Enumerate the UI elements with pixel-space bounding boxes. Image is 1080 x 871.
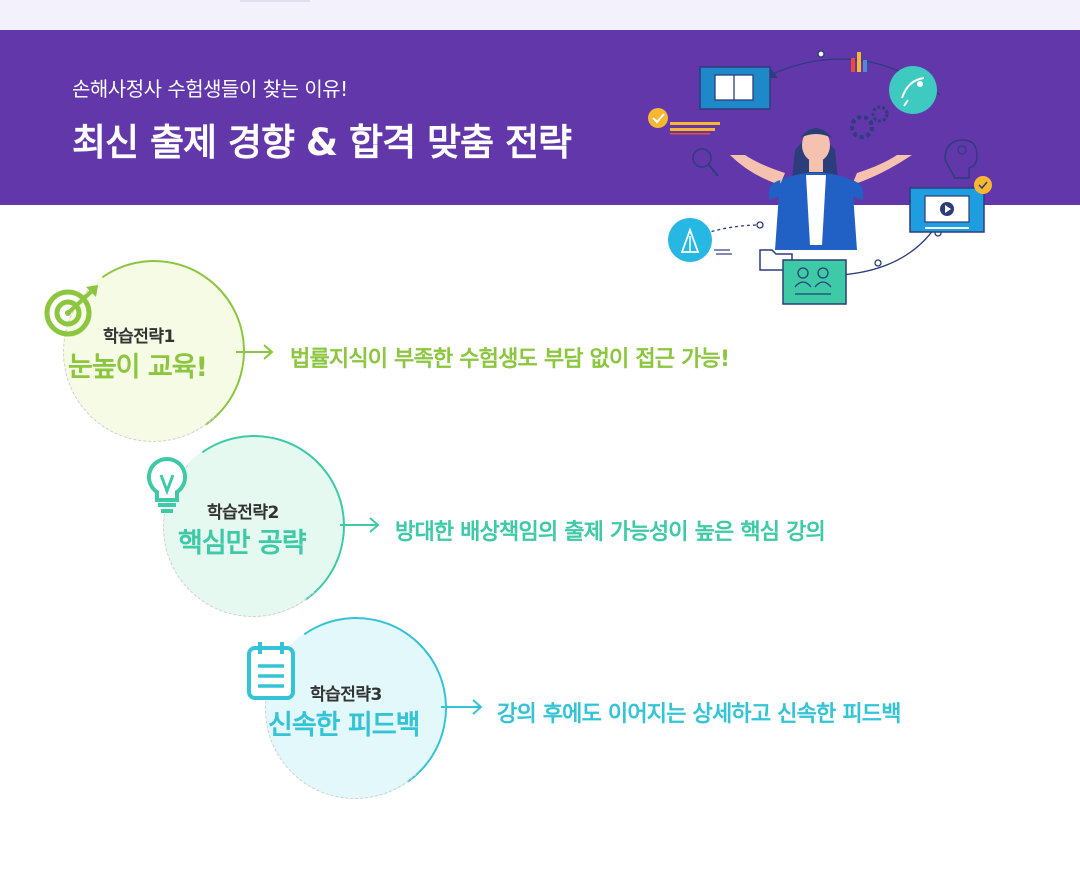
pencil-icon	[668, 218, 732, 262]
strategy-3-tag: 학습전략3	[310, 685, 382, 705]
arrow-right-icon	[340, 517, 380, 533]
target-icon	[44, 285, 98, 337]
arrow-right-icon	[236, 344, 274, 360]
header-title: 최신 출제 경향 & 합격 맞춤 전략	[72, 121, 572, 164]
woman-figure	[730, 128, 912, 250]
strategy-3-description: 강의 후에도 이어지는 상세하고 신속한 피드백	[497, 702, 901, 727]
head-idea-icon	[944, 139, 978, 179]
strategy-2-headline: 핵심만 공략	[178, 528, 307, 559]
satellite-icon	[889, 66, 937, 114]
notepad-icon	[247, 642, 295, 700]
book-icon	[699, 66, 778, 110]
magnifier-icon	[692, 148, 719, 177]
strategy-1-headline: 눈높이 교육!	[68, 352, 208, 383]
strategy-2-tag: 학습전략2	[207, 503, 279, 523]
gear-icon	[850, 105, 889, 139]
strategy-3-circle-dash	[265, 619, 445, 799]
arrow-right-icon	[441, 699, 483, 715]
strategy-2-circle-dash	[163, 437, 343, 617]
top-strip	[0, 0, 1080, 30]
strategy-3-headline: 신속한 피드백	[268, 710, 420, 741]
header-illustration	[648, 50, 992, 305]
strategy-2-description: 방대한 배상책임의 출제 가능성이 높은 핵심 강의	[395, 520, 826, 545]
header-banner	[0, 30, 1080, 205]
strategy-1-tag: 학습전략1	[103, 327, 175, 347]
lightbulb-icon	[146, 456, 188, 513]
video-player-icon	[909, 176, 992, 233]
checklist-icon	[648, 108, 720, 135]
strategy-1-circle-dash	[63, 262, 243, 442]
users-board-icon	[782, 259, 847, 305]
header-subtitle: 손해사정사 수험생들이 찾는 이유!	[72, 77, 348, 101]
top-strip-line	[240, 0, 310, 2]
strategy-1-description: 법률지식이 부족한 수험생도 부담 없이 접근 가능!	[290, 347, 730, 372]
bar-chart-icon	[851, 52, 867, 72]
